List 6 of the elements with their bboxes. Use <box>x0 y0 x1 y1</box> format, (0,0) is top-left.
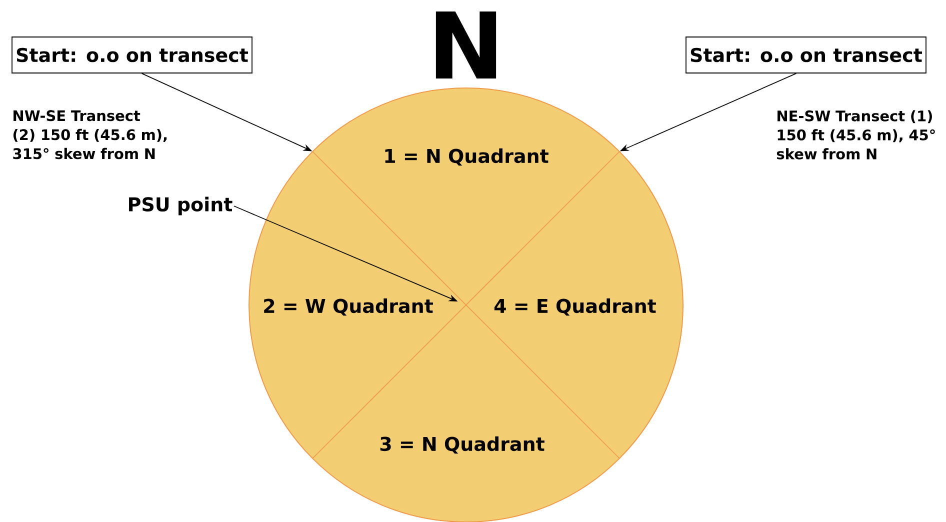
start-box: Start: o.o on transect <box>12 36 252 74</box>
north-letter: N <box>436 11 496 79</box>
transect-note: NW-SE Transect (2) 150 ft (45.6 m), 315° skew from N <box>13 110 167 160</box>
start-box: Start: o.o on transect <box>686 36 926 74</box>
transect-note: NE-SW Transect (1) 150 ft (45.6 m), 45° skew from N <box>776 110 935 160</box>
point-label: PSU point <box>129 196 232 216</box>
